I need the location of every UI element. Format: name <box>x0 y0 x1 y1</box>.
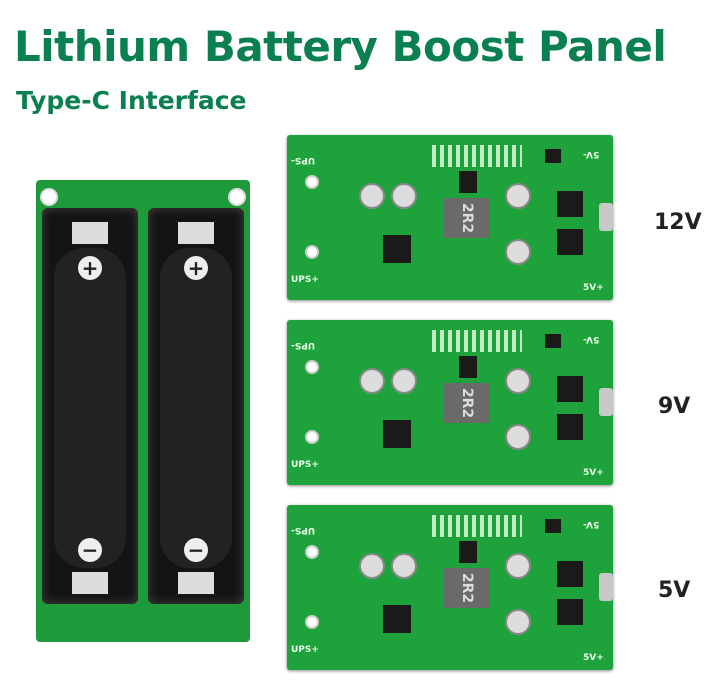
voltage-label-12v: 12V <box>654 210 702 235</box>
battery-cell-slot: + − <box>42 208 138 604</box>
mount-hole <box>40 188 58 206</box>
out-minus-label: 5V- <box>583 519 600 529</box>
capacitor <box>359 553 385 579</box>
mount-hole <box>305 615 319 629</box>
capacitor <box>505 183 531 209</box>
mosfet <box>557 229 583 255</box>
page-subtitle: Type-C Interface <box>16 86 247 115</box>
out-plus-label: 5V+ <box>583 653 604 663</box>
inductor: 2R2 <box>444 568 490 608</box>
terminal <box>178 572 214 594</box>
mosfet <box>557 191 583 217</box>
capacitor <box>505 609 531 635</box>
slot-groove <box>160 248 232 568</box>
silkscreen <box>432 330 522 352</box>
terminal <box>72 572 108 594</box>
boost-board-5v: UPS- UPS+ 5V- 5V+ 2R2 <box>287 505 613 670</box>
capacitor <box>359 183 385 209</box>
mosfet <box>557 414 583 440</box>
boost-board-9v: UPS- UPS+ 5V- 5V+ 2R2 <box>287 320 613 485</box>
capacitor <box>505 368 531 394</box>
ic-chip <box>545 334 561 348</box>
mosfet <box>557 561 583 587</box>
ic-chip <box>545 519 561 533</box>
capacitor <box>359 368 385 394</box>
mount-hole <box>305 430 319 444</box>
inductor: 2R2 <box>444 383 490 423</box>
ic-chip <box>545 149 561 163</box>
silkscreen <box>432 515 522 537</box>
ups-plus-label: UPS+ <box>291 645 319 655</box>
battery-cell-slot: + − <box>148 208 244 604</box>
ups-minus-label: UPS- <box>291 155 316 165</box>
ups-minus-label: UPS- <box>291 340 316 350</box>
usb-c-port <box>599 573 613 601</box>
terminal <box>72 222 108 244</box>
plus-icon: + <box>184 256 208 280</box>
voltage-label-9v: 9V <box>658 394 691 419</box>
ic-chip <box>459 356 477 378</box>
capacitor <box>505 424 531 450</box>
minus-icon: − <box>184 538 208 562</box>
mount-hole <box>228 188 246 206</box>
capacitor <box>391 368 417 394</box>
boost-board-12v: UPS- UPS+ 5V- 5V+ 2R2 <box>287 135 613 300</box>
mount-hole <box>305 545 319 559</box>
slot-groove <box>54 248 126 568</box>
ic-chip <box>459 541 477 563</box>
voltage-label-5v: 5V <box>658 578 691 603</box>
capacitor <box>391 553 417 579</box>
inductor: 2R2 <box>444 198 490 238</box>
capacitor <box>505 553 531 579</box>
usb-c-port <box>599 388 613 416</box>
ups-plus-label: UPS+ <box>291 275 319 285</box>
terminal <box>178 222 214 244</box>
minus-icon: − <box>78 538 102 562</box>
diode <box>383 235 411 263</box>
capacitor <box>505 239 531 265</box>
mount-hole <box>305 175 319 189</box>
diode <box>383 420 411 448</box>
ups-minus-label: UPS- <box>291 525 316 535</box>
plus-icon: + <box>78 256 102 280</box>
usb-c-port <box>599 203 613 231</box>
out-minus-label: 5V- <box>583 334 600 344</box>
silkscreen <box>432 145 522 167</box>
out-plus-label: 5V+ <box>583 468 604 478</box>
ups-plus-label: UPS+ <box>291 460 319 470</box>
battery-holder: + − + − <box>36 180 250 642</box>
capacitor <box>391 183 417 209</box>
diode <box>383 605 411 633</box>
mount-hole <box>305 245 319 259</box>
out-minus-label: 5V- <box>583 149 600 159</box>
ic-chip <box>459 171 477 193</box>
mosfet <box>557 376 583 402</box>
page-title: Lithium Battery Boost Panel <box>14 22 667 71</box>
mosfet <box>557 599 583 625</box>
mount-hole <box>305 360 319 374</box>
out-plus-label: 5V+ <box>583 283 604 293</box>
